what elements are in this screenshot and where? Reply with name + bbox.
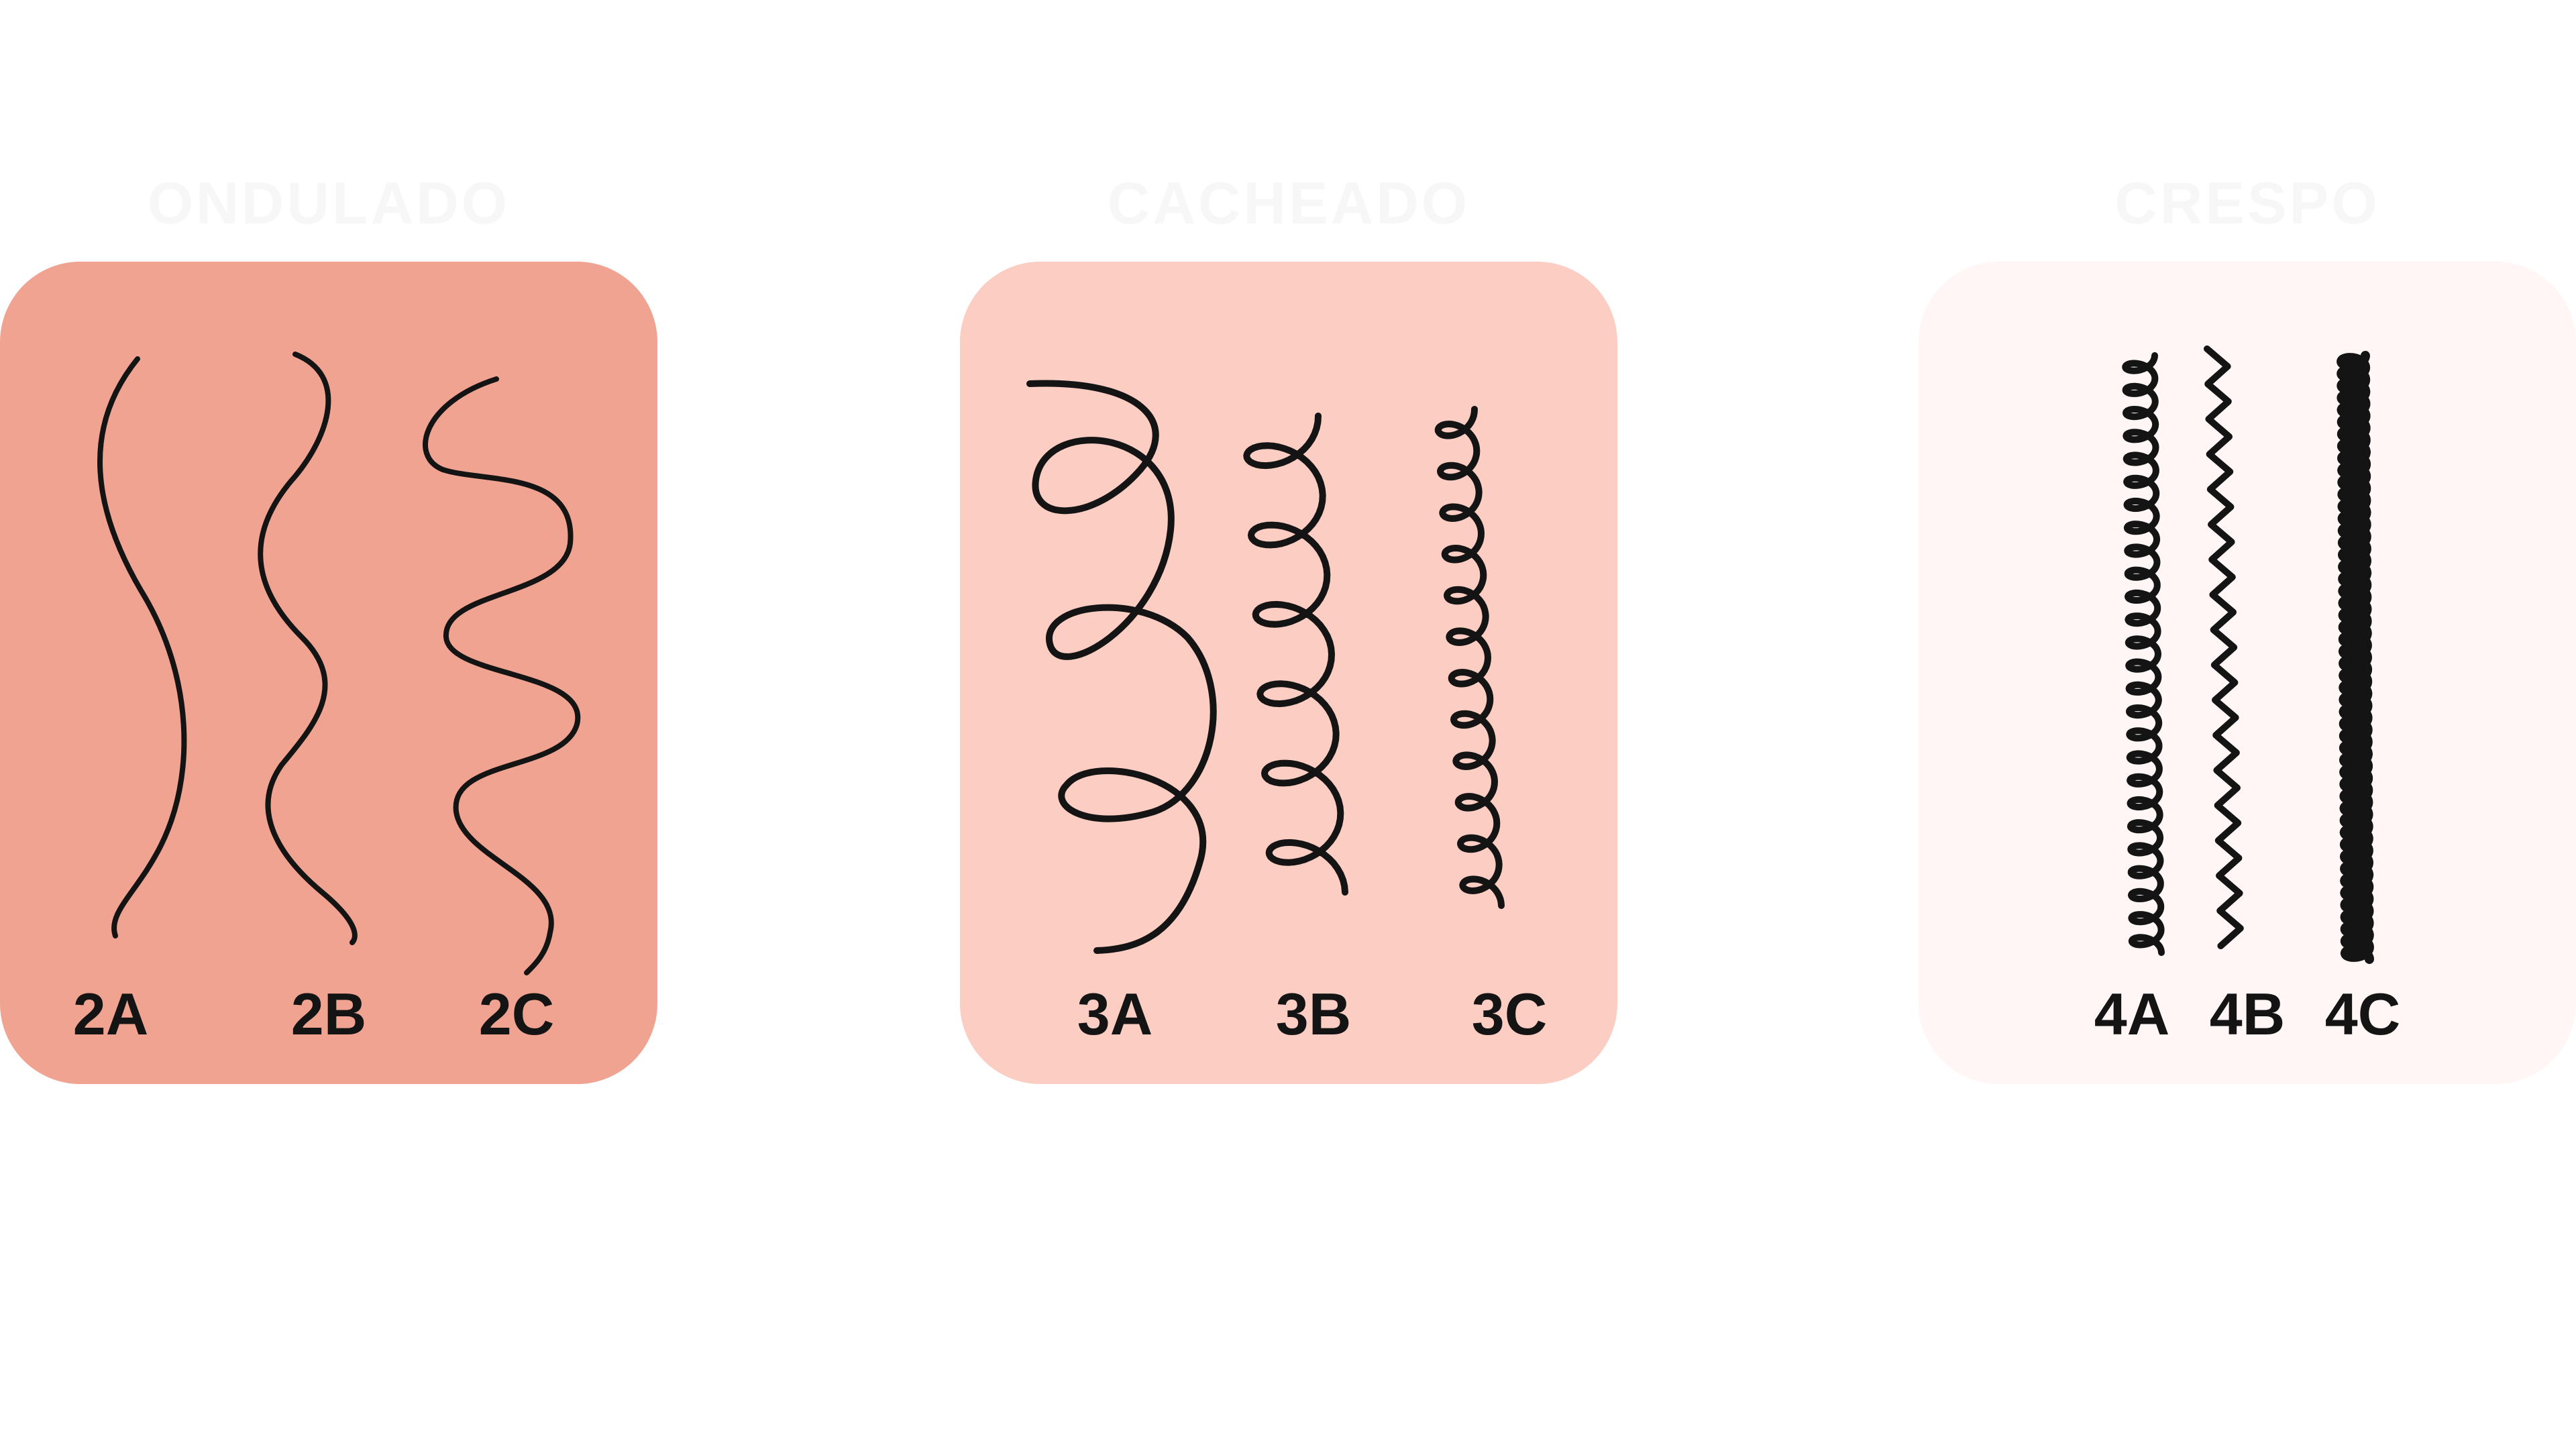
- group-title-cacheado: CACHEADO: [1107, 170, 1470, 236]
- label-4c: 4C: [2324, 981, 2401, 1047]
- label-2c: 2C: [478, 981, 555, 1047]
- group-title-ondulado: ONDULADO: [147, 170, 511, 236]
- label-3b: 3B: [1275, 981, 1352, 1047]
- label-4a: 4A: [2094, 981, 2170, 1047]
- card-ondulado: [0, 262, 657, 1084]
- label-2a: 2A: [72, 981, 149, 1047]
- group-title-crespo: CRESPO: [2114, 170, 2380, 236]
- label-2b: 2B: [290, 981, 367, 1047]
- label-3a: 3A: [1077, 981, 1153, 1047]
- label-4b: 4B: [2209, 981, 2286, 1047]
- label-3c: 3C: [1471, 981, 1548, 1047]
- card-cacheado: [960, 262, 1617, 1084]
- card-crespo: [1919, 262, 2576, 1084]
